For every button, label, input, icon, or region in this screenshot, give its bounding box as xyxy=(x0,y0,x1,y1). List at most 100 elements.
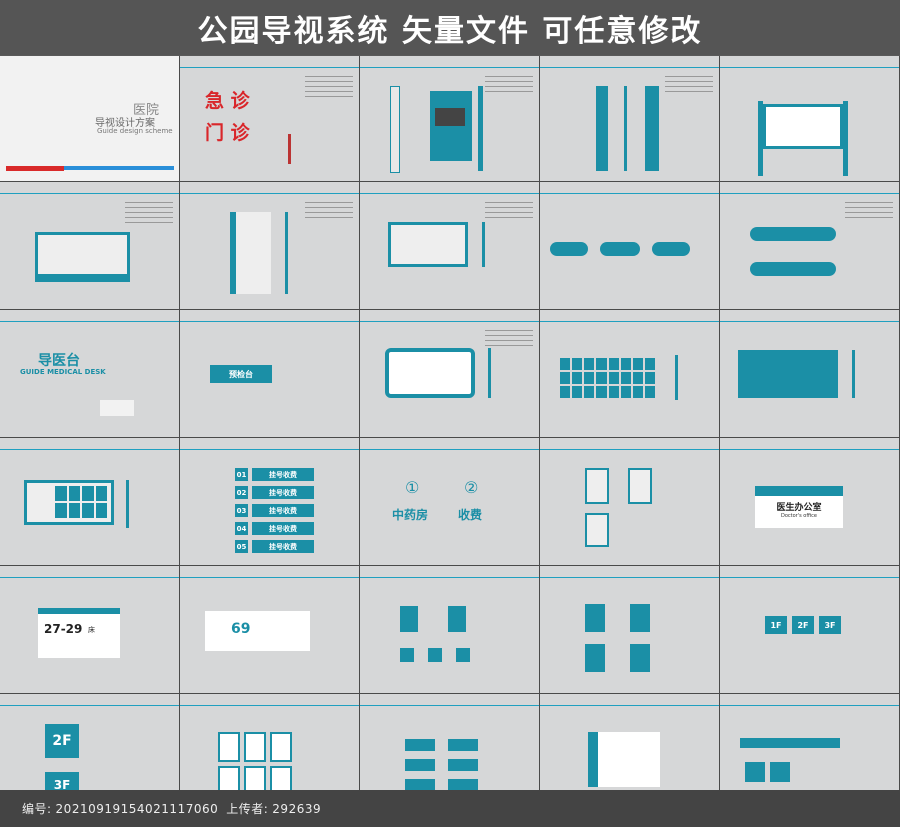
elevator-side xyxy=(482,222,485,267)
bracket-drawing xyxy=(288,134,291,164)
billboard-frame xyxy=(763,104,843,149)
toilet-sign-a xyxy=(400,606,418,632)
panel-office[interactable]: 医生办公室 Doctor's office xyxy=(720,438,900,566)
panel-wall-frame[interactable] xyxy=(360,310,540,438)
service-icon-f xyxy=(448,779,478,791)
directory-board xyxy=(35,232,130,277)
panel-hall-directory[interactable] xyxy=(0,182,180,310)
totem-photo xyxy=(435,108,465,126)
panel-ward-sign[interactable]: 69 xyxy=(180,566,360,694)
door-plate-a xyxy=(585,468,609,504)
service-icon-a xyxy=(405,739,435,751)
totem-post-right xyxy=(478,86,483,171)
cover-subtitle: 导视设计方案 xyxy=(95,118,155,129)
schedule-side xyxy=(852,350,855,398)
arrow-sign-b xyxy=(600,242,640,256)
schedule-board xyxy=(738,350,838,398)
toilet-icon-a xyxy=(400,648,414,662)
arrow-sign-c xyxy=(652,242,690,256)
cover-stripe-blue xyxy=(64,166,174,170)
panel-safety-signs[interactable] xyxy=(720,694,900,799)
wall-frame-side xyxy=(488,348,491,398)
elevator-sign-a xyxy=(585,604,605,632)
panel-precheck[interactable]: 预检台 xyxy=(180,310,360,438)
cover-title: 医院 xyxy=(133,103,160,118)
pharmacy-num-1: ① xyxy=(405,478,420,497)
door-plate-b xyxy=(628,468,652,504)
guide-desk-cn: 导医台 xyxy=(38,353,80,369)
panel-cover[interactable]: 医院 导视设计方案 Guide design scheme xyxy=(0,56,180,182)
toilet-icon-c xyxy=(456,648,470,662)
expert-grid xyxy=(560,358,655,398)
floor-big-2f: 2F xyxy=(45,724,79,758)
bed-unit: 床 xyxy=(88,626,95,634)
panel-direction-arrows[interactable] xyxy=(540,182,720,310)
panel-service-icons[interactable] xyxy=(360,694,540,799)
panel-floor-map[interactable] xyxy=(540,694,720,799)
floor-plate-1: 1F xyxy=(765,616,787,634)
warning-sign-b xyxy=(244,732,266,762)
toilet-sign-b xyxy=(448,606,466,632)
door-plate-c xyxy=(585,513,609,547)
panel-floor-big[interactable]: 2F 3F xyxy=(0,694,180,799)
panel-guide-desk[interactable]: 导医台 GUIDE MEDICAL DESK xyxy=(0,310,180,438)
panel-bed-sign[interactable]: 27-29 床 xyxy=(0,566,180,694)
panel-expert-board[interactable] xyxy=(540,310,720,438)
outpatient-text: 门 诊 xyxy=(205,122,250,144)
floor-map xyxy=(588,732,660,787)
billboard-post-right xyxy=(843,101,848,176)
totem-board xyxy=(430,91,472,161)
panel-elevator-index[interactable] xyxy=(360,182,540,310)
panel-hanging-sign[interactable] xyxy=(720,182,900,310)
page-title: 公园导视系统 矢量文件 可任意修改 xyxy=(0,0,900,55)
panel-floor-plates[interactable]: 1F 2F 3F xyxy=(720,566,900,694)
billboard-post-left xyxy=(758,101,763,176)
floor-index-board xyxy=(230,212,271,294)
footer-info: 编号: 20210919154021117060 上传者: 292639 xyxy=(0,790,900,827)
service-icon-c xyxy=(405,759,435,771)
elevator-board xyxy=(388,222,468,267)
office-cn: 医生办公室 xyxy=(776,503,822,513)
panel-outdoor-totem[interactable] xyxy=(360,56,540,182)
id-value: 20210919154021117060 xyxy=(55,801,219,816)
ward-plate: 69 xyxy=(205,611,310,651)
expert-side xyxy=(675,355,678,400)
floor-plate-2: 2F xyxy=(792,616,814,634)
panel-info-board[interactable] xyxy=(0,438,180,566)
toilet-icon-b xyxy=(428,648,442,662)
directory-base xyxy=(35,277,130,282)
panel-pharmacy[interactable]: ① 中药房 ② 收费 xyxy=(360,438,540,566)
panel-entrance-sign[interactable] xyxy=(540,56,720,182)
office-plate: 医生办公室 Doctor's office xyxy=(755,486,843,528)
pharmacy-label: 中药房 xyxy=(392,508,429,522)
panel-toilet-signs[interactable] xyxy=(360,566,540,694)
warning-sign-a xyxy=(218,732,240,762)
panel-warning-signs[interactable] xyxy=(180,694,360,799)
panel-emergency[interactable]: 急 诊 门 诊 xyxy=(180,56,360,182)
service-icon-b xyxy=(448,739,478,751)
desk-drawing xyxy=(100,400,134,416)
service-icon-e xyxy=(405,779,435,791)
panel-floor-index[interactable] xyxy=(180,182,360,310)
panel-door-plates[interactable] xyxy=(540,438,720,566)
emergency-text: 急 诊 xyxy=(205,90,250,112)
warning-sign-c xyxy=(270,732,292,762)
arrow-sign-a xyxy=(550,242,588,256)
safety-bar xyxy=(740,738,840,748)
panel-schedule-board[interactable] xyxy=(720,310,900,438)
uploader-value: 292639 xyxy=(272,801,322,816)
panel-billboard[interactable] xyxy=(720,56,900,182)
floor-index-side xyxy=(285,212,288,294)
pharmacy-num-2: ② xyxy=(464,478,479,497)
safety-icon-a xyxy=(745,762,765,782)
service-icon-d xyxy=(448,759,478,771)
cover-subtitle-en: Guide design scheme xyxy=(97,127,173,135)
room-number: 69 xyxy=(231,621,251,637)
panel-elevator-signs[interactable] xyxy=(540,566,720,694)
